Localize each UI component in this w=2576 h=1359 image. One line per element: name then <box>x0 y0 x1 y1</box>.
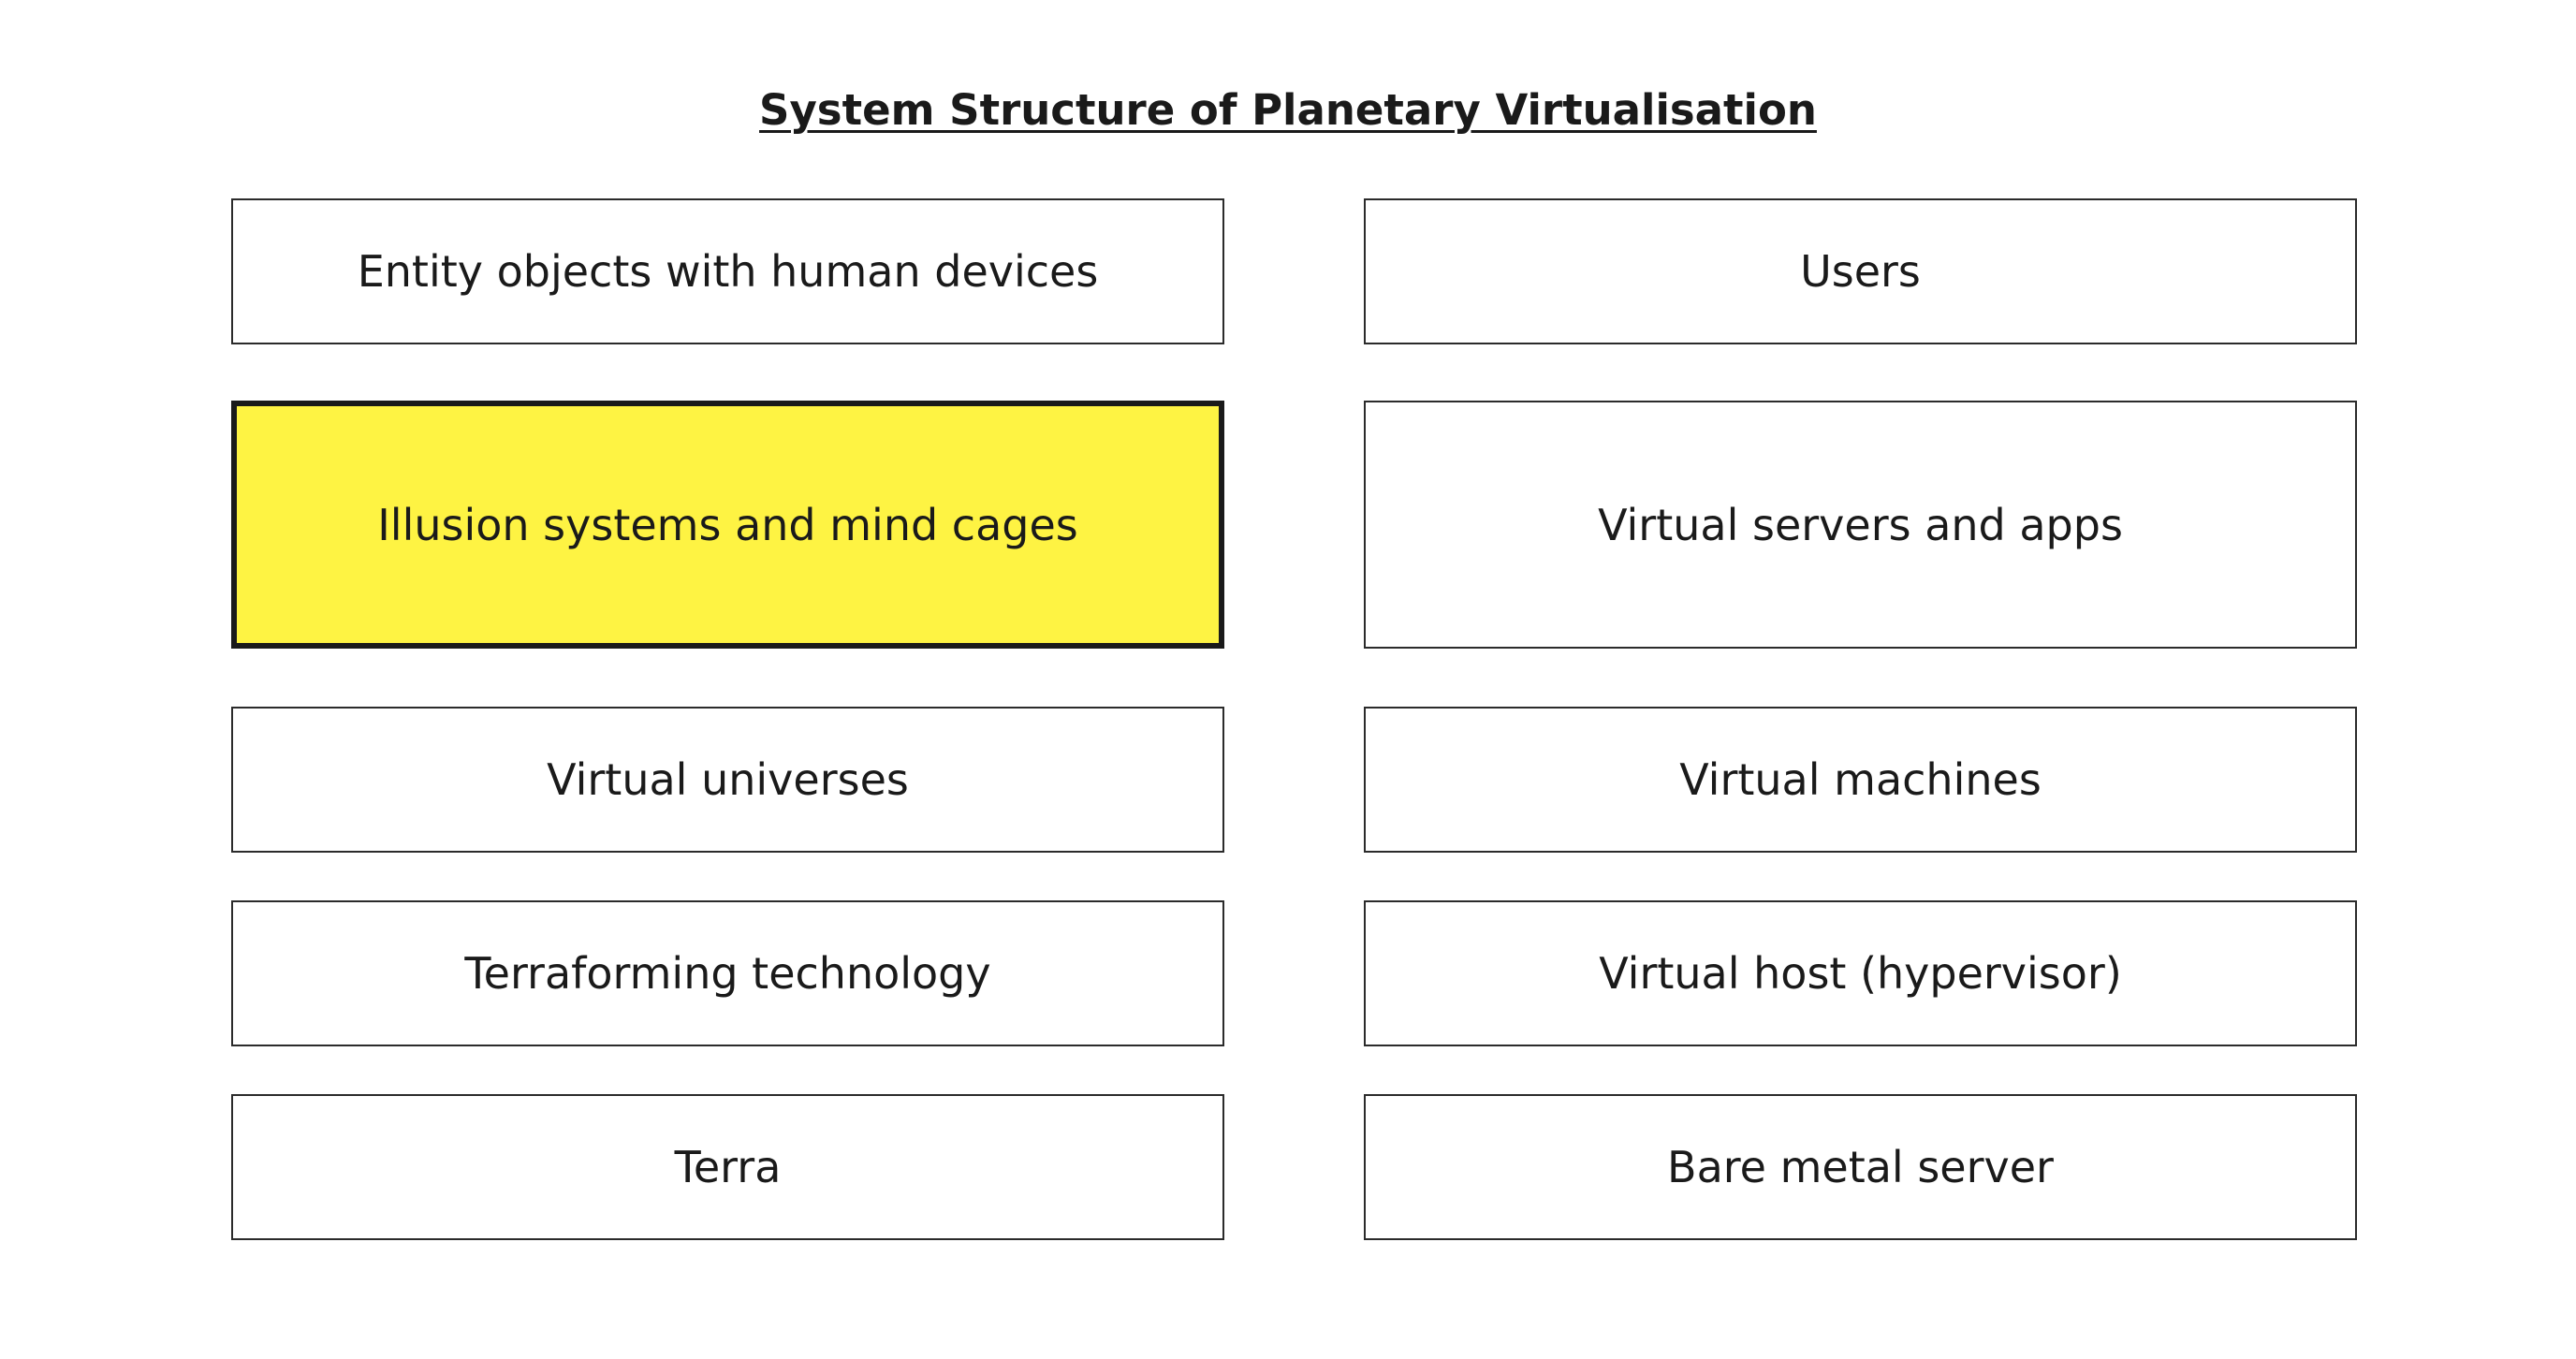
left-box-entity-objects: Entity objects with human devices <box>231 198 1224 344</box>
right-box-bare-metal: Bare metal server <box>1364 1094 2357 1240</box>
right-box-users: Users <box>1364 198 2357 344</box>
left-box-label: Illusion systems and mind cages <box>377 499 1078 550</box>
right-box-label: Virtual servers and apps <box>1598 499 2123 550</box>
left-box-label: Terraforming technology <box>464 948 991 999</box>
left-box-virtual-universes: Virtual universes <box>231 707 1224 853</box>
left-box-label: Entity objects with human devices <box>357 246 1099 297</box>
left-box-terra: Terra <box>231 1094 1224 1240</box>
right-box-virtual-host: Virtual host (hypervisor) <box>1364 900 2357 1046</box>
left-box-label: Terra <box>674 1142 782 1192</box>
right-box-virtual-servers: Virtual servers and apps <box>1364 401 2357 649</box>
left-box-illusion-systems: Illusion systems and mind cages <box>231 401 1224 649</box>
right-box-label: Virtual host (hypervisor) <box>1599 948 2122 999</box>
right-box-virtual-machines: Virtual machines <box>1364 707 2357 853</box>
right-box-label: Bare metal server <box>1667 1142 2054 1192</box>
left-box-label: Virtual universes <box>547 754 909 805</box>
right-box-label: Users <box>1800 246 1921 297</box>
left-box-terraforming: Terraforming technology <box>231 900 1224 1046</box>
right-box-label: Virtual machines <box>1679 754 2042 805</box>
diagram-title: System Structure of Planetary Virtualisa… <box>759 85 1817 135</box>
